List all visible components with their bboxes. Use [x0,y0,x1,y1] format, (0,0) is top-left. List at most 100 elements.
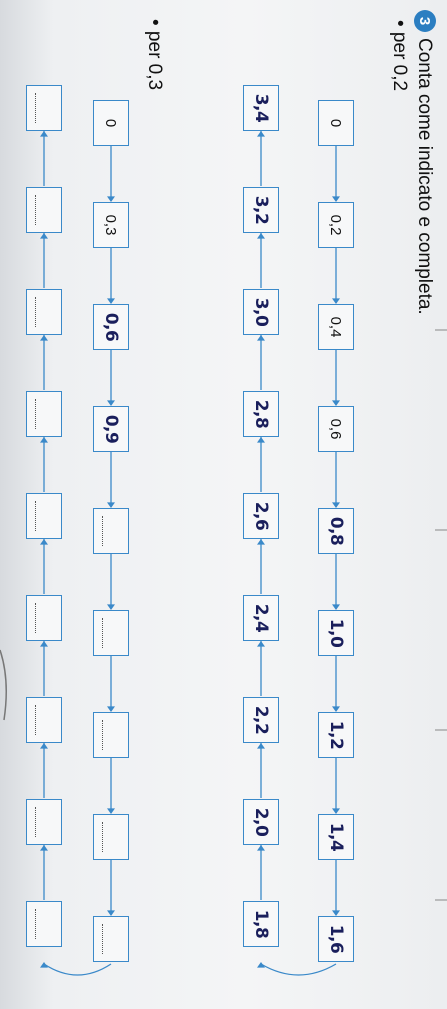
part1-box: 0,4 [318,304,354,350]
part2-box[interactable] [93,508,129,554]
arrow-head [257,845,265,851]
arrow-head [40,335,48,341]
part1-box[interactable]: 1,2 [318,712,354,758]
part2-box[interactable] [26,187,62,233]
part2-box[interactable] [93,712,129,758]
part1-box[interactable]: 2,0 [243,799,279,845]
part2-box[interactable]: 0,6 [93,304,129,350]
arrow-head [332,604,340,610]
answer-value [35,297,37,327]
arrow-head [107,196,115,202]
answer-value: 3,0 [251,297,271,327]
printed-value: 0 [102,118,120,128]
answer-value: 1,8 [251,909,271,939]
part1-box[interactable]: 1,6 [318,916,354,962]
part2-box[interactable] [26,595,62,641]
arrow-head [332,706,340,712]
arrow-head [107,400,115,406]
arrow-head [332,910,340,916]
part2-box[interactable] [93,916,129,962]
part2-box: 0,3 [93,202,129,248]
printed-value: 0,6 [327,418,345,440]
answer-value [102,618,104,648]
arrow-head [40,131,48,137]
arrow-head [257,335,265,341]
answer-value: 3,2 [251,195,271,225]
arrow-head [40,641,48,647]
answer-value: 1,2 [326,720,346,750]
printed-value: 0 [327,118,345,128]
part2-box[interactable] [26,391,62,437]
part1-box[interactable]: 1,0 [318,610,354,656]
answer-value [35,909,37,939]
part2-box[interactable] [26,493,62,539]
arrow-head [107,298,115,304]
part1-box: 0 [318,100,354,146]
part2-box[interactable] [26,85,62,131]
arrow-head [332,196,340,202]
part1-box[interactable]: 0,8 [318,508,354,554]
part1-box[interactable]: 2,2 [243,697,279,743]
part1-box[interactable]: 1,4 [318,814,354,860]
arrow-head [257,131,265,137]
part2-box[interactable] [93,610,129,656]
part1-box[interactable]: 2,6 [243,493,279,539]
arrow-head [332,502,340,508]
part2-box[interactable] [26,799,62,845]
answer-value: 2,8 [251,399,271,429]
arrow-head [257,962,265,968]
part1-box: 0,6 [318,406,354,452]
arrow-head [40,962,48,968]
part2-box: 0 [93,100,129,146]
answer-value [35,399,37,429]
answer-value: 0,6 [101,312,121,342]
part2-box[interactable] [26,901,62,947]
answer-value [35,807,37,837]
arrow-head [40,539,48,545]
printed-value: 0,2 [327,214,345,236]
answer-value: 0,9 [101,414,121,444]
arrow-head [257,233,265,239]
answer-value [102,720,104,750]
part1-box[interactable]: 3,2 [243,187,279,233]
printed-value: 0,4 [327,316,345,338]
part1-box[interactable]: 2,8 [243,391,279,437]
part2-box[interactable] [26,697,62,743]
answer-value: 2,2 [251,705,271,735]
part2-box[interactable]: 0,9 [93,406,129,452]
answer-value: 1,0 [326,618,346,648]
answer-value [35,603,37,633]
arrow-head [332,808,340,814]
answer-value: 2,4 [251,603,271,633]
part1-box: 0,2 [318,202,354,248]
part1-box[interactable]: 3,0 [243,289,279,335]
turn-arrow [43,963,112,976]
part1-box[interactable]: 3,4 [243,85,279,131]
answer-value [35,93,37,123]
answer-value [102,822,104,852]
arrow-head [107,604,115,610]
pencil-mark [0,649,7,721]
answer-value: 1,4 [326,822,346,852]
part2-box[interactable] [93,814,129,860]
answer-value [35,195,37,225]
arrow-head [107,808,115,814]
part2-box[interactable] [26,289,62,335]
arrow-head [40,743,48,749]
arrow-head [40,437,48,443]
part2-label: • per 0,3 [144,19,165,91]
arrow-head [332,298,340,304]
part1-box[interactable]: 1,8 [243,901,279,947]
answer-value [102,516,104,546]
turn-arrow [260,963,337,976]
arrow-head [40,845,48,851]
answer-value [102,924,104,954]
part1-box[interactable]: 2,4 [243,595,279,641]
arrow-head [257,437,265,443]
answer-value [35,705,37,735]
answer-value: 2,6 [251,501,271,531]
